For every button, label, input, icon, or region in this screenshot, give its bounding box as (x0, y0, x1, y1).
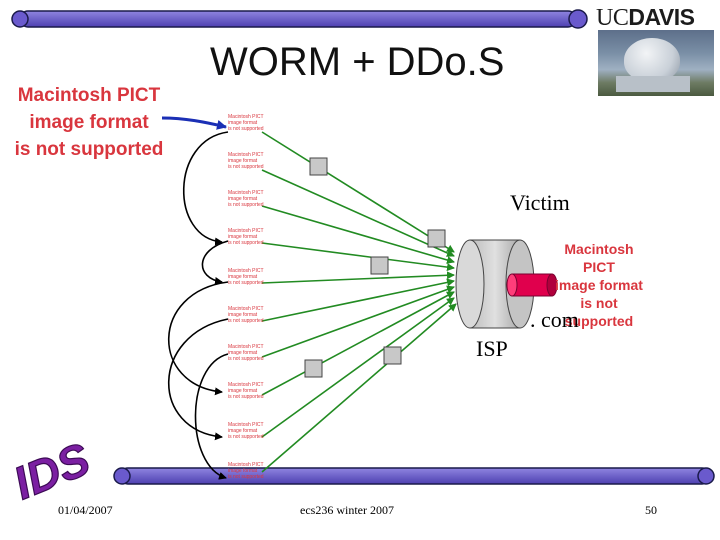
logo-davis: DAVIS (628, 4, 695, 30)
pict-line: image format (555, 277, 643, 293)
pict-line: is not supported (14, 139, 164, 160)
pict-notice-large: Macintosh PICT image format is not suppo… (14, 82, 164, 163)
pict-line: Macintosh PICT (17, 85, 161, 106)
router-node (309, 157, 328, 176)
sculpture-base (616, 76, 690, 92)
footer-date: 01/04/2007 (58, 503, 113, 517)
router-node (370, 256, 389, 275)
slide-title: WORM + DDo.S (210, 40, 505, 84)
com-label: . com (530, 307, 579, 332)
victim-label: Victim (510, 190, 570, 215)
pict-line: Macintosh PICT (564, 241, 634, 275)
top-scrollbar-decoration (11, 9, 588, 29)
campus-photo (598, 30, 714, 96)
pict-notice-medium: Macintosh PICT image format is not suppo… (548, 240, 650, 330)
logo-uc: UC (596, 5, 629, 31)
attack-arrows (261, 131, 457, 473)
pict-line: is not supported (564, 295, 634, 329)
bottom-scrollbar-decoration (113, 467, 715, 485)
footer-course: ecs236 winter 2007 (300, 503, 394, 517)
ids-label: IDS (6, 432, 97, 509)
router-node (383, 346, 402, 365)
router-node (427, 229, 446, 248)
pointer-arrow (161, 116, 227, 130)
ids-logo: IDS (6, 432, 98, 510)
victim-pipe (506, 273, 558, 297)
router-node (304, 359, 323, 378)
pict-line: image format (29, 112, 149, 133)
footer-page-number: 50 (645, 503, 657, 517)
worm-spread-arrows (167, 131, 229, 480)
isp-label: ISP (476, 336, 508, 361)
router-nodes (304, 157, 446, 378)
ucdavis-logo: UCDAVIS (596, 4, 714, 32)
egg-sculpture (624, 38, 680, 82)
